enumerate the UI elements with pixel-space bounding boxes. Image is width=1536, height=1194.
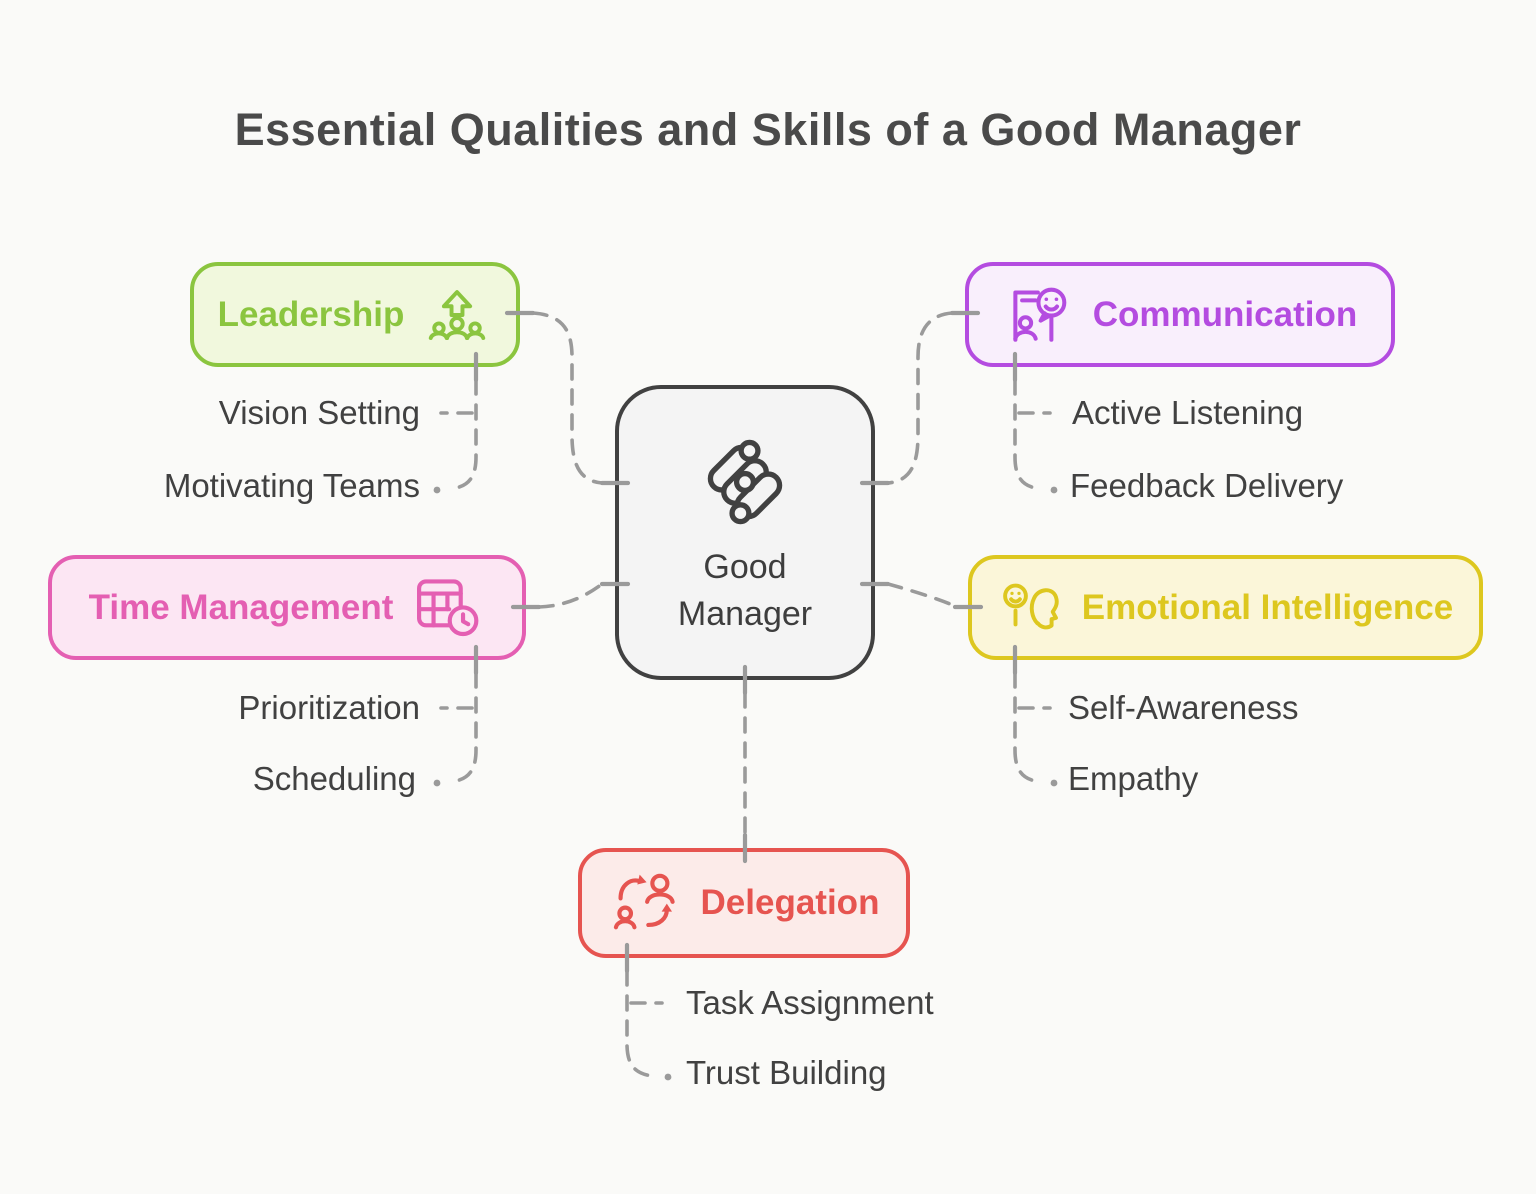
- node-delegation: Delegation: [578, 848, 910, 958]
- subtopic-self-awareness: Self-Awareness: [1068, 689, 1299, 726]
- person-speech-bubble-icon: [1003, 279, 1075, 351]
- central-node-good-manager: Good Manager: [615, 385, 875, 680]
- central-node-label: Good Manager: [677, 547, 813, 633]
- subtopic-trust-building: Trust Building: [686, 1054, 887, 1091]
- head-profile-smiley-icon: [998, 573, 1068, 643]
- node-delegation-label: Delegation: [700, 883, 880, 922]
- subtopic-prioritization: Prioritization: [238, 689, 420, 726]
- subtopic-active-listening: Active Listening: [1072, 394, 1304, 431]
- node-communication-label: Communication: [1092, 294, 1358, 334]
- node-leadership: Leadership: [190, 262, 520, 367]
- diagram-title: Essential Qualities and Skills of a Good…: [234, 104, 1302, 155]
- subtopic-motivating-teams: Motivating Teams: [163, 467, 420, 504]
- subtopic-task-assignment: Task Assignment: [686, 984, 934, 1021]
- subtopic-feedback-delivery: Feedback Delivery: [1070, 467, 1344, 504]
- node-communication: Communication: [965, 262, 1395, 367]
- team-growth-arrow-icon: [422, 280, 492, 350]
- node-time-management: Time Management: [48, 555, 526, 660]
- node-leadership-label: Leadership: [217, 294, 405, 334]
- schedule-table-clock-icon: [411, 571, 485, 645]
- node-emotional-intelligence: Emotional Intelligence: [968, 555, 1483, 660]
- subtopic-vision-setting: Vision Setting: [218, 394, 420, 431]
- people-handoff-arrows-icon: [609, 866, 683, 940]
- napkin-logo-icon: [697, 434, 793, 530]
- node-emotional-intelligence-label: Emotional Intelligence: [1081, 587, 1454, 627]
- subtopic-scheduling: Scheduling: [252, 760, 416, 797]
- subtopic-empathy: Empathy: [1068, 760, 1199, 797]
- node-time-management-label: Time Management: [88, 587, 394, 627]
